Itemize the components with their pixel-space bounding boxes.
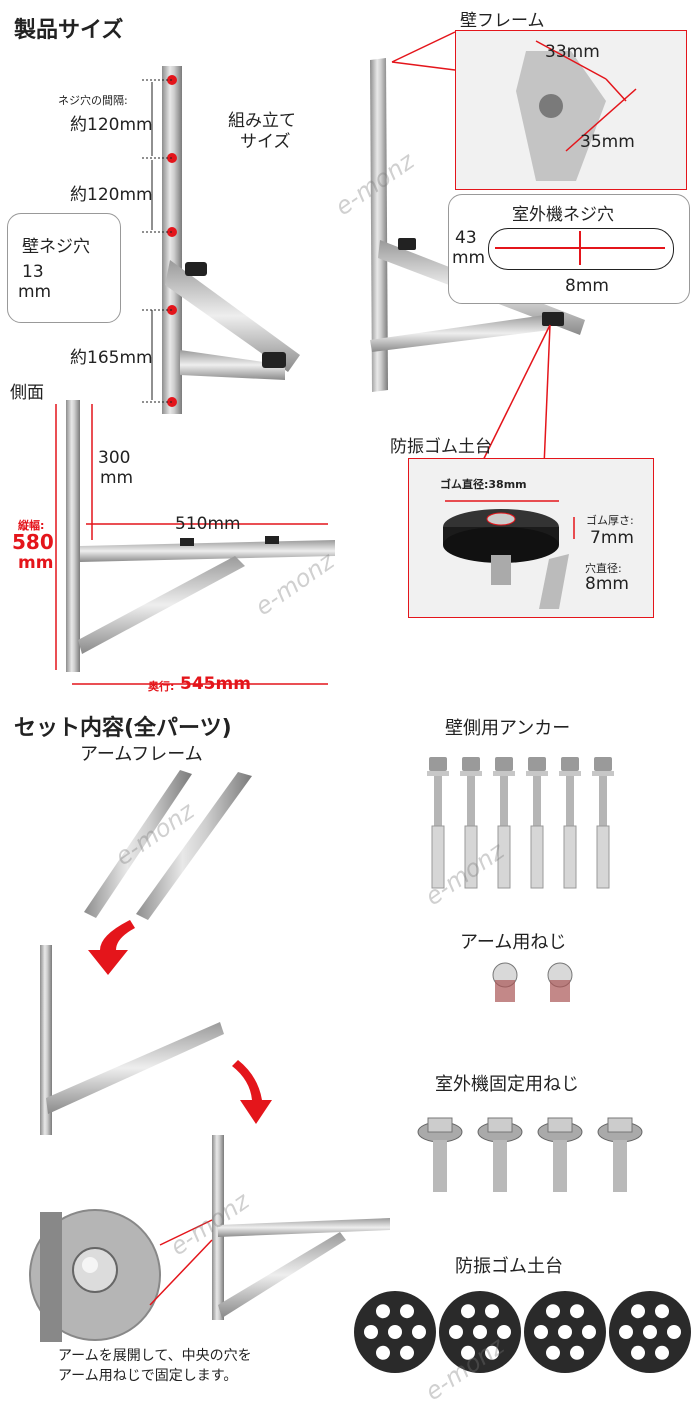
rubber-title: 防振ゴム土台 [390, 437, 492, 457]
wall-frame-title: 壁フレーム [460, 11, 545, 31]
note-line-2: アーム用ねじで固定します。 [58, 1368, 238, 1384]
side-300-num: 300 [98, 448, 131, 468]
rubber-diameter: ゴム直径:38mm [440, 478, 527, 491]
side-height-label: 縦幅: [18, 519, 45, 532]
unit-hole-h2: mm [452, 248, 486, 268]
side-height-value: 580 [12, 530, 54, 554]
wall-hole-title: 壁ネジ穴 [22, 237, 90, 257]
section-title-set: セット内容(全パーツ) [14, 716, 232, 741]
note-line-1: アームを展開して、中央の穴を [58, 1348, 252, 1364]
assembled-size-2: サイズ [240, 132, 291, 152]
wall-frame-box [455, 30, 687, 190]
unit-hole-h1: 43 [455, 228, 477, 248]
rubber-base [439, 1291, 521, 1373]
anchor-bolt [559, 757, 581, 889]
side-dimension-lines [55, 404, 328, 685]
rubber-base-title: 防振ゴム土台 [455, 1256, 563, 1277]
unit-hole-v-arrow [579, 231, 581, 265]
wall-hole-box [7, 213, 121, 323]
unit-screw [417, 1117, 463, 1192]
wall-hole-size-unit: mm [18, 282, 52, 302]
section-title-size: 製品サイズ [14, 18, 124, 43]
side-510: 510mm [175, 514, 241, 534]
side-depth-value: 545mm [180, 674, 251, 694]
perspective-bracket [370, 58, 585, 392]
pitch-label: ネジ穴の間隔: [58, 94, 128, 107]
anchor-bolt [427, 757, 449, 889]
anchor-bolt [526, 757, 548, 889]
pitch-1: 約120mm [70, 115, 153, 135]
rubber-detail-box [408, 458, 654, 618]
anchor-bolt [493, 757, 515, 889]
anchor-bolt [592, 757, 614, 889]
arm-frame-title: アームフレーム [80, 744, 203, 765]
rubber-base-set [354, 1291, 691, 1373]
rubber-base [354, 1291, 436, 1373]
rubber-base [609, 1291, 691, 1373]
unit-screw [537, 1117, 583, 1192]
side-depth-label: 奥行: [148, 680, 175, 693]
arm-screw-set [492, 962, 573, 1002]
anchor-bolt [460, 757, 482, 889]
assembled-size-1: 組み立て [228, 111, 296, 131]
pitch-3: 約165mm [70, 348, 153, 368]
rubber-hole-label: 穴直径: [585, 562, 622, 575]
zoom-detail [29, 1209, 213, 1342]
wall-frame-width: 33mm [545, 42, 600, 62]
wall-hole-size-num: 13 [22, 262, 44, 282]
red-arrows [88, 920, 272, 1124]
rubber-base [524, 1291, 606, 1373]
rubber-hole: 8mm [585, 574, 629, 594]
rubber-thickness-label: ゴム厚さ: [586, 514, 634, 527]
unit-screw-title: 室外機固定用ねじ [435, 1074, 579, 1095]
unit-screw [597, 1117, 643, 1192]
unit-screw [477, 1117, 523, 1192]
pitch-dimension-lines [142, 79, 172, 403]
arm-screw-title: アーム用ねじ [460, 932, 567, 953]
unit-hole-width: 8mm [565, 276, 609, 296]
anchor-title: 壁側用アンカー [445, 718, 571, 739]
side-bracket [66, 400, 335, 672]
front-bracket [162, 66, 300, 414]
side-height-unit: mm [18, 553, 54, 573]
pitch-2: 約120mm [70, 185, 153, 205]
side-title: 側面 [10, 383, 44, 403]
unit-hole-title: 室外機ネジ穴 [512, 205, 614, 225]
arm-frame-parts [40, 770, 390, 1320]
unit-screw-set [417, 1117, 643, 1192]
side-300-unit: mm [100, 468, 134, 488]
unit-hole-slot [488, 228, 674, 270]
anchor-set [427, 757, 614, 889]
rubber-thickness: 7mm [590, 528, 634, 548]
wall-frame-height: 35mm [580, 132, 635, 152]
